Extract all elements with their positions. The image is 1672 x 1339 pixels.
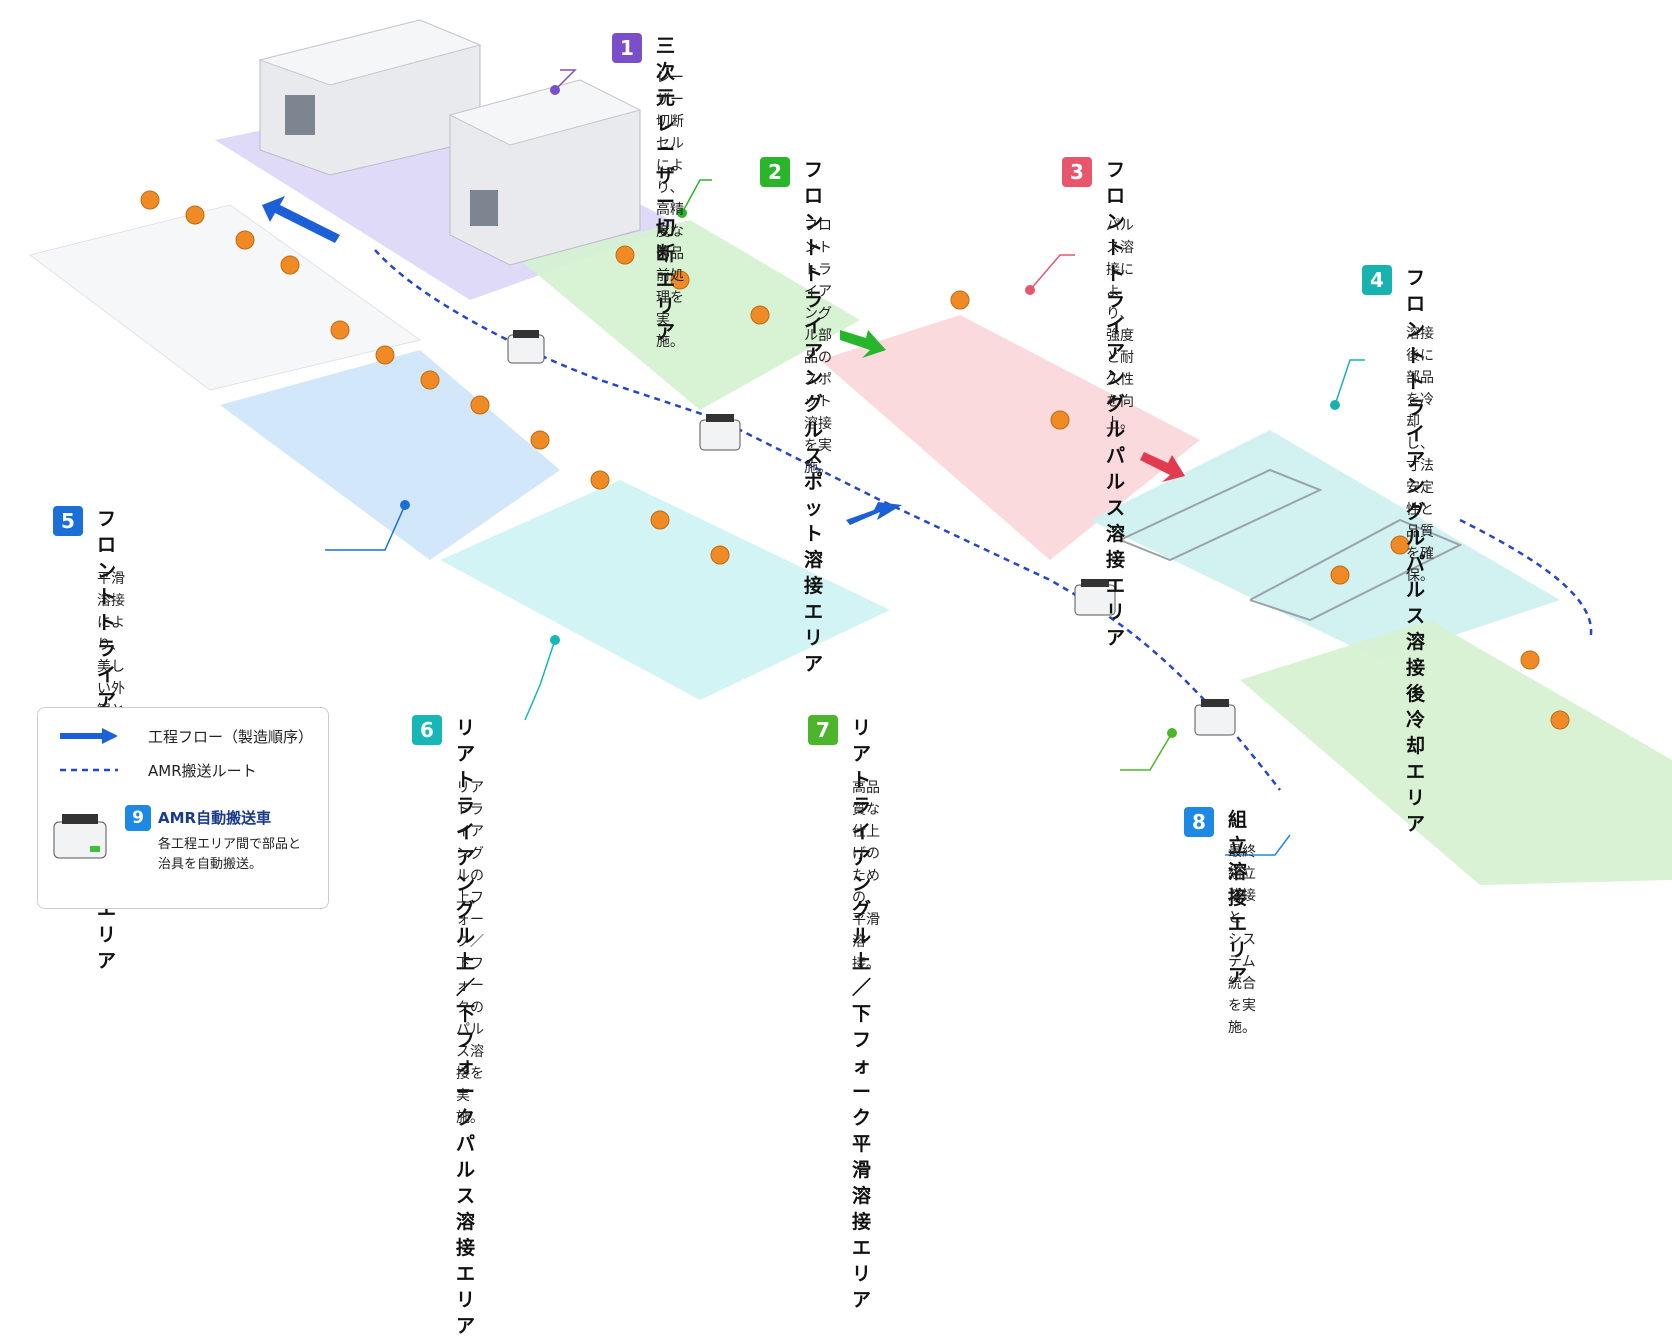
area-title: フロントトライアングル スポット溶接エリア: [804, 159, 824, 675]
legend: 工程フロー（製造順序） AMR搬送ルート 9 AMR自動搬送車 各工程エリア間で…: [37, 707, 329, 909]
area-description: 溶接後に部品を冷却し、 寸法安定性と品質を確保。: [1406, 326, 1434, 584]
amr-vehicle-icon: [53, 814, 107, 859]
leader-line-3: [1029, 254, 1075, 291]
leader-line-2: [681, 179, 712, 214]
zone-5b-floor: [220, 350, 560, 560]
robot-arm-icon: [375, 345, 395, 365]
area-number-badge: 8: [1184, 807, 1214, 837]
area-number-badge: 9: [125, 805, 151, 831]
leader-line-5: [325, 504, 406, 551]
area-title: 三次元レーザー切断エリア: [656, 35, 676, 343]
robot-arm-icon: [235, 230, 255, 250]
area-number-badge: 2: [760, 157, 790, 187]
frame-rack-group: [1119, 468, 1463, 622]
area-number-badge: 3: [1062, 157, 1092, 187]
robot-arm-icon: [1520, 650, 1540, 670]
area-number-badge: 5: [53, 506, 83, 536]
zone-2-floor: [520, 220, 860, 410]
legend-flow-label: 工程フロー（製造順序）: [148, 728, 314, 746]
robot-arm-icon: [280, 255, 300, 275]
area-description: リアトライアングルの 上フォーク／下フォークの パルス溶接を実施。: [456, 780, 484, 1126]
robot-arm-icon: [590, 470, 610, 490]
leader-line-6: [524, 639, 556, 721]
robot-arm-icon: [420, 370, 440, 390]
process-flow-arrow-icon: [262, 196, 340, 243]
amr-vehicle-icon: [1194, 699, 1236, 736]
laser-cutting-cell: [258, 19, 482, 176]
area-description: パルス溶接により、 強度と耐久性を向上。: [1106, 218, 1134, 432]
area-number-badge: 7: [808, 715, 838, 745]
leader-line-7: [1120, 732, 1173, 771]
area-number-badge: 1: [612, 33, 642, 63]
leader-line-8: [1225, 834, 1291, 856]
area-description: フロントトライアングル部品の スポット溶接を実施。: [804, 218, 832, 476]
robot-arm-icon: [670, 270, 690, 290]
area-title: フロントトライアングル パルス溶接エリア: [1106, 159, 1126, 649]
amr-vehicle-icon: [507, 330, 545, 364]
robot-arm-icon: [470, 395, 490, 415]
robot-arm-icon: [750, 305, 770, 325]
process-flow-arrow-icon: [840, 330, 886, 358]
robot-arm-icon: [140, 190, 160, 210]
area-number-badge: 6: [412, 715, 442, 745]
area-description: 高品質な仕上げのための 平滑溶接。: [852, 780, 880, 972]
legend-amr-title: AMR自動搬送車: [158, 809, 272, 827]
robot-arm-icon: [330, 320, 350, 340]
zone-6-floor: [440, 480, 890, 700]
zone-5-floor: [28, 204, 422, 391]
robot-arm-icon: [950, 290, 970, 310]
zone-4-floor: [1090, 430, 1560, 660]
zone-8-floor: [1240, 620, 1672, 885]
robot-arm-icon: [1330, 565, 1350, 585]
area-number-badge: 4: [1362, 265, 1392, 295]
dashed-line-icon: [60, 768, 118, 772]
legend-amr-desc: 各工程エリア間で部品と 治具を自動搬送。: [158, 837, 302, 872]
robot-arm-icon: [710, 545, 730, 565]
amr-vehicle-icon: [699, 414, 741, 451]
robot-arm-icon: [1390, 535, 1410, 555]
leader-line-1: [554, 69, 577, 91]
robot-arm-icon: [1550, 710, 1570, 730]
robot-arm-icon: [530, 430, 550, 450]
robot-arm-icon: [615, 245, 635, 265]
robot-arm-icon: [185, 205, 205, 225]
legend-amr-row: 9 AMR自動搬送車 各工程エリア間で部品と 治具を自動搬送。: [50, 803, 320, 893]
amr-route-path: [374, 249, 1281, 791]
leader-line-4: [1334, 359, 1365, 406]
laser-cutting-cell-2: [448, 79, 642, 266]
area-description: 最終組立溶接と システム統合を実施。: [1228, 844, 1256, 1036]
amr-route-path-2: [1459, 518, 1593, 641]
zone-3-floor: [820, 315, 1200, 560]
factory-layout-illustration: [28, 19, 1672, 885]
amr-vehicle-icon: [1074, 579, 1116, 616]
blue-arrow-icon: [60, 728, 118, 744]
process-flow-arrow-icon: [1140, 452, 1185, 482]
area-title: フロントトライアングル パルス溶接後 冷却エリア: [1406, 267, 1426, 835]
process-flow-arrow-icon: [846, 502, 902, 525]
area-description: レーザー切断セルにより、 高精度な部品前処理を実施。: [656, 70, 684, 350]
robot-arm-icon: [1050, 410, 1070, 430]
robot-arm-icon: [650, 510, 670, 530]
legend-amr-route-label: AMR搬送ルート: [148, 762, 257, 780]
